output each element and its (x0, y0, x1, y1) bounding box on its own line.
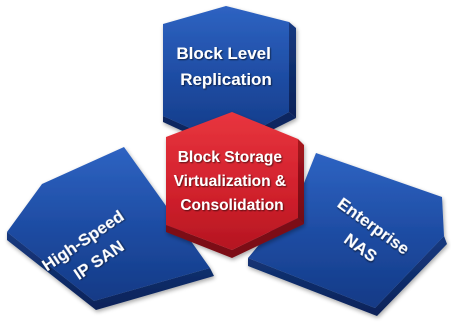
center-block-side-right (298, 139, 304, 224)
right-block: Enterprise NAS (248, 153, 447, 316)
left-block: High-Speed IP SAN (7, 147, 214, 310)
center-block-label-line1: Block Storage (178, 149, 283, 166)
top-block-side (289, 22, 296, 118)
left-block-bottom (7, 232, 214, 310)
svg-text:Block Storage Virtualiza: Block Storage Virtualization & Consolida… (174, 149, 291, 214)
center-block-bottom (166, 218, 304, 258)
right-block-bottom (248, 236, 447, 316)
center-block-label-line3: Consolidation (180, 197, 283, 214)
center-block-label-line2: Virtualization & (174, 173, 287, 190)
top-block-label-line1: Block Level (176, 44, 271, 63)
svg-text:Block Level Replication: Block Level Replication (176, 44, 275, 89)
top-block-label-line2: Replication (180, 70, 272, 89)
top-block: Block Level Replication (163, 6, 296, 152)
left-block-face (7, 147, 210, 301)
center-block: Block Storage Virtualization & Consolida… (166, 112, 304, 258)
right-block-face (248, 153, 444, 308)
center-block-face (166, 112, 298, 250)
top-block-face (163, 6, 289, 145)
